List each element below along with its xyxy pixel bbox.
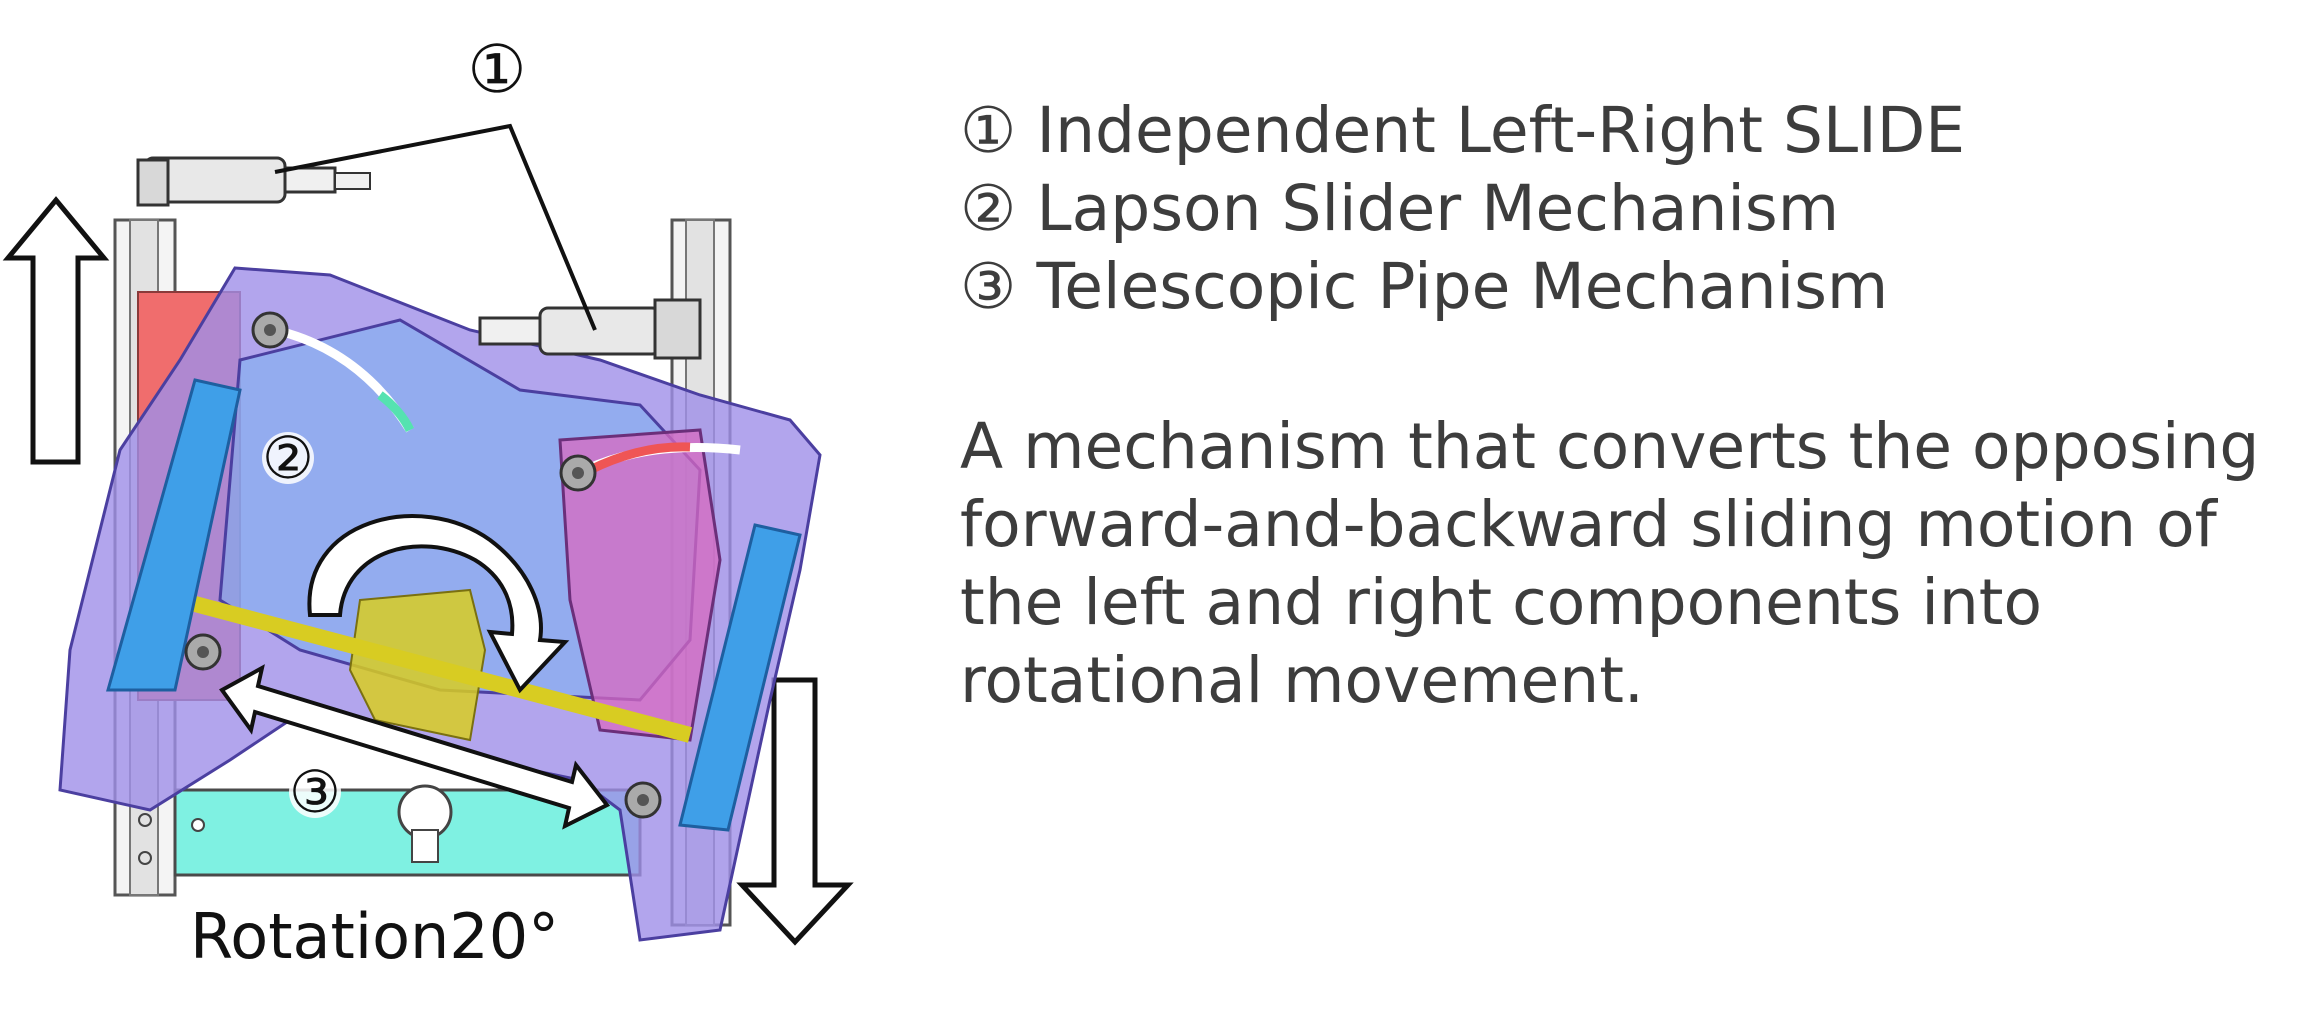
actuator-right (478, 298, 702, 360)
down-arrow-icon (736, 677, 854, 946)
feature-list: ① Independent Left-Right SLIDE ② Lapson … (960, 92, 1965, 326)
roller (184, 633, 222, 671)
feature-item: ② Lapson Slider Mechanism (960, 172, 1840, 245)
double-arrow-icon (219, 664, 611, 830)
feature-item: ③ Telescopic Pipe Mechanism (960, 250, 1889, 323)
roller (559, 454, 597, 492)
rotation-label: Rotation20° (190, 900, 560, 973)
callout-1: ① (467, 31, 526, 108)
mechanism-description: A mechanism that converts the opposing f… (960, 410, 2260, 717)
actuator-top-left (136, 156, 371, 207)
red-part-right (558, 428, 722, 742)
telescopic-pipe (177, 592, 693, 743)
leader-line (274, 123, 597, 331)
blue-slider-right (678, 523, 802, 832)
roller (624, 781, 662, 819)
roller (251, 311, 289, 349)
seat-mechanism-diagram: ① ② ③ (2, 31, 854, 946)
callout-2: ② (262, 424, 314, 492)
callout-3: ③ (289, 758, 341, 826)
blue-slider-left (106, 378, 242, 692)
up-arrow-icon (2, 196, 110, 465)
rotation-arrow-icon (307, 514, 570, 694)
feature-item: ① Independent Left-Right SLIDE (960, 94, 1966, 167)
